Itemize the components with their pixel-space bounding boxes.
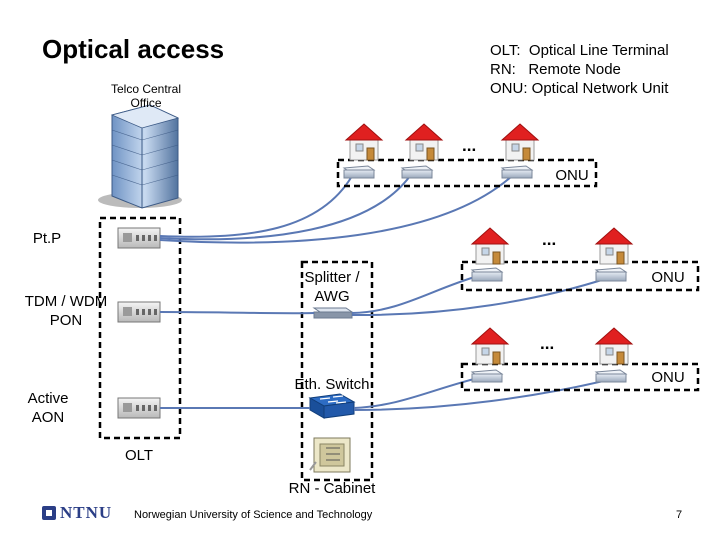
olt-rack-aon-icon [117,397,161,419]
house-icon [500,123,540,161]
olt-rack-pon-icon [117,301,161,323]
cabinet-label: RN - Cabinet [288,480,376,497]
onu-device-icon [342,165,376,179]
onu-label-aon: ONU [651,369,685,386]
rn-group-box [300,260,374,482]
page-title: Optical access [42,34,225,64]
splitter-label-line1: Splitter / [304,269,360,286]
onu-devices [342,165,628,383]
ntnu-logo-text: NTNU [60,503,113,522]
olt-rack-ptp-icon [117,227,161,249]
central-office-label: Telco Central Office [98,82,194,110]
central-office-line2: Office [130,96,162,110]
central-office-line1: Telco Central [110,82,182,96]
onu-group-box-aon [460,362,700,392]
aon-label: Active AON [18,389,78,427]
page-number: 7 [676,509,683,521]
ntnu-logo-icon [42,506,56,520]
splitter-label: Splitter / AWG [290,268,374,306]
house-icon [470,327,510,365]
house-icon [470,227,510,265]
house-icon [594,227,634,265]
onu-group-box-ptp [336,158,598,188]
legend-olt: OLT: Optical Line Terminal [490,42,669,59]
onu-device-icon [470,267,504,282]
ellipsis-ptp: ... [462,136,477,155]
splitter-icon [312,307,354,319]
house-icon [344,123,384,161]
onu-label-ptp: ONU [555,167,589,184]
olt-group-box [98,216,182,440]
onu-device-icon [470,369,504,383]
ellipsis-aon: ... [540,334,555,353]
legend-onu: ONU: Optical Network Unit [490,80,669,97]
fiber-lines [159,175,609,411]
onu-device-icon [500,165,534,179]
onu-device-icon [400,165,434,179]
university-name: Norwegian University of Science and Tech… [134,509,373,521]
ptp-label: Pt.P [32,230,62,247]
house-icon [594,327,634,365]
onu-label-pon: ONU [651,269,685,286]
houses [344,123,634,365]
tdm-label-line2: PON [49,312,83,329]
tdm-pon-label: TDM / WDM PON [18,292,114,330]
switch-label: Eth. Switch [294,376,370,393]
ellipsis-pon: ... [542,230,557,249]
olt-label: OLT [124,447,154,464]
tdm-label-line1: TDM / WDM [24,293,108,310]
onu-device-icon [594,369,628,383]
central-office-building-icon [98,104,182,209]
rn-cabinet-icon [309,437,351,473]
splitter-label-line2: AWG [314,288,350,305]
aon-label-line2: AON [31,409,65,426]
onu-group-box-pon [460,260,700,292]
aon-label-line1: Active [27,390,69,407]
house-icon [404,123,444,161]
ethernet-switch-icon [308,393,356,419]
legend-rn: RN: Remote Node [490,61,621,78]
onu-device-icon [594,267,628,282]
